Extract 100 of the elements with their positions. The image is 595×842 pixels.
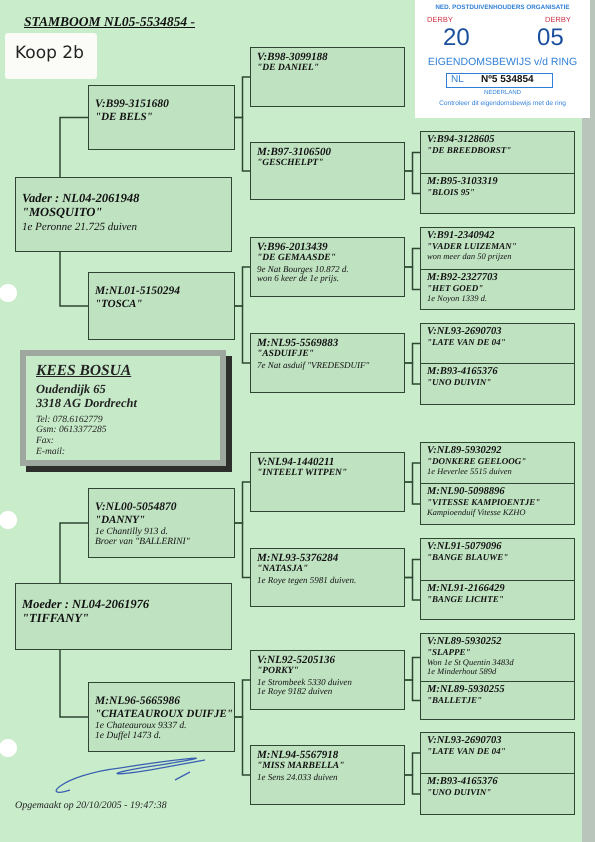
race-result: 1e Chantilly 913 d. [95, 526, 169, 538]
year-number: 20 [443, 26, 471, 50]
pigeon-name: "LATE VAN DE 04" [427, 338, 507, 348]
pedigree-box [88, 682, 235, 752]
ring-number: M:B95-3103319 [427, 176, 499, 188]
ring-number: M:NL93-5376284 [257, 552, 340, 564]
ring-number: V:NL94-1440211 [257, 456, 336, 468]
ring-number: V:B94-3128605 [427, 134, 496, 146]
connector-line [405, 481, 420, 505]
pigeon-name: "UNO DUIVIN" [427, 378, 492, 388]
pigeon-name: "PORKY" [257, 666, 300, 677]
race-result: 9e Nat Bourges 10.872 d. [257, 264, 350, 274]
connector-line [405, 266, 420, 290]
connector-line [59, 522, 88, 583]
pedigree-box [250, 47, 405, 107]
connector-line [405, 576, 420, 601]
race-result: won 6 keer de 1e prijs. [257, 274, 340, 284]
ring-number: V:NL00-5054870 [95, 501, 178, 514]
race-result: 1e Roye 9182 duiven [257, 687, 334, 698]
pedigree-box [250, 142, 405, 200]
pedigree-box [420, 323, 575, 364]
connector-line [235, 716, 250, 776]
pigeon-name: "BANGE LICHTE" [427, 594, 505, 604]
pigeon-name: "BALLETJE" [427, 696, 483, 706]
pedigree-box [250, 237, 405, 297]
connector-line [405, 170, 420, 194]
pigeon-name: "INTEELT WITPEN" [257, 468, 348, 479]
ring-number: M:NL01-5150294 [95, 285, 181, 298]
ring-number: V:NL91-5079096 [427, 541, 502, 553]
pigeon-name: "UNO DUIVIN" [427, 788, 492, 798]
pigeon-name: "DE BREEDBORST" [427, 146, 512, 156]
race-result: 1e Minderhout 589d [427, 666, 498, 676]
pedigree-title: STAMBOOM NL05-5534854 - [24, 14, 196, 30]
breeder-name: KEES BOSUA [36, 362, 132, 380]
year-number: 05 [537, 26, 565, 50]
pedigree-box [420, 173, 575, 214]
pedigree-box [420, 131, 575, 174]
ring-number: V:B91-2340942 [427, 230, 496, 242]
pedigree-box [420, 483, 575, 525]
race-result: Won 1e St Quentin 3483d [427, 658, 515, 667]
address-line: Oudendijk 65 [36, 382, 107, 396]
ring-number: V:B99-3151680 [95, 98, 170, 111]
connector-line [405, 679, 420, 702]
pigeon-name: "ASDUIFJE" [257, 349, 316, 360]
ring-number: M:NL91-2166429 [427, 583, 506, 595]
connector-line [59, 252, 88, 307]
ring-number: M:B93-4165376 [427, 366, 499, 378]
contact-line: Fax: [36, 436, 55, 447]
pigeon-name: "MISS MARBELLA" [257, 761, 346, 772]
race-result: Broer van "BALLERINI" [95, 537, 191, 548]
pigeon-name: "TIFFANY" [22, 612, 90, 626]
contact-line: E-mail: [36, 447, 66, 458]
connector-line [235, 305, 250, 364]
ring-number: V:NL89-5930292 [427, 445, 502, 457]
pedigree-box [250, 452, 405, 512]
contact-line: Gsm: 0613377285 [36, 425, 108, 436]
pedigree-box [88, 85, 235, 150]
race-result: won meer dan 50 prijzen [427, 252, 513, 261]
ring-number: V:NL92-5205136 [257, 654, 336, 666]
pedigree-box [250, 548, 405, 607]
pedigree-box [420, 732, 575, 774]
ring-number: M:NL90-5098896 [427, 486, 506, 498]
ring-number: M:NL95-5569883 [257, 337, 340, 350]
pedigree-box [250, 333, 405, 393]
pedigree-box [15, 177, 232, 252]
connector-line [405, 774, 420, 795]
pedigree-box [420, 363, 575, 405]
race-result: 1e Chateauroux 9337 d. [95, 720, 188, 731]
race-result: 1e Duffel 1473 d. [95, 731, 162, 742]
pedigree-box [88, 272, 235, 340]
pedigree-box [420, 773, 575, 815]
pigeon-name: "TOSCA" [95, 298, 144, 310]
pigeon-name: "HET GOED" [427, 284, 484, 294]
pedigree-box [420, 538, 575, 581]
ring-number: V:B98-3099188 [257, 51, 329, 64]
race-result: Kampioenduif Vitesse KZHO [427, 508, 527, 517]
ring-number: Moeder : NL04-2061976 [22, 598, 150, 612]
footer-timestamp: Opgemaakt op 20/10/2005 - 19:47:38 [15, 800, 167, 811]
race-result: 1e Sens 24.033 duiven [257, 772, 338, 782]
ring-number: Nº5 534854 [481, 75, 535, 85]
pigeon-name: "SLAPPE" [427, 648, 472, 658]
pedigree-box [420, 269, 575, 310]
pigeon-name: "BLOIS 95" [427, 188, 476, 198]
pigeon-name: "GESCHELPT" [257, 158, 324, 169]
connector-line [235, 116, 250, 172]
race-result: 7e Nat asduif "VREDESDUIF" [257, 360, 370, 370]
pedigree-box [420, 442, 575, 484]
race-result: 1e Noyon 1339 d. [427, 294, 488, 303]
pigeon-name: "BANGE BLAUWE" [427, 552, 510, 562]
pedigree-box [15, 583, 232, 650]
pigeon-name: "DE GEMAASDE" [257, 253, 337, 264]
ring-number: V:NL89-5930252 [427, 636, 502, 648]
ring-number: V:NL93-2690703 [427, 735, 502, 747]
pedigree-box [250, 650, 405, 710]
address-line: 3318 AG Dordrecht [36, 396, 138, 411]
ring-number: M:NL89-5930255 [427, 684, 506, 696]
ring-number: Vader : NL04-2061948 [22, 192, 140, 206]
race-result: 1e Heverlee 5515 duiven [427, 467, 513, 476]
ring-number: V:NL93-2690703 [427, 326, 502, 338]
note-paper [5, 33, 97, 79]
